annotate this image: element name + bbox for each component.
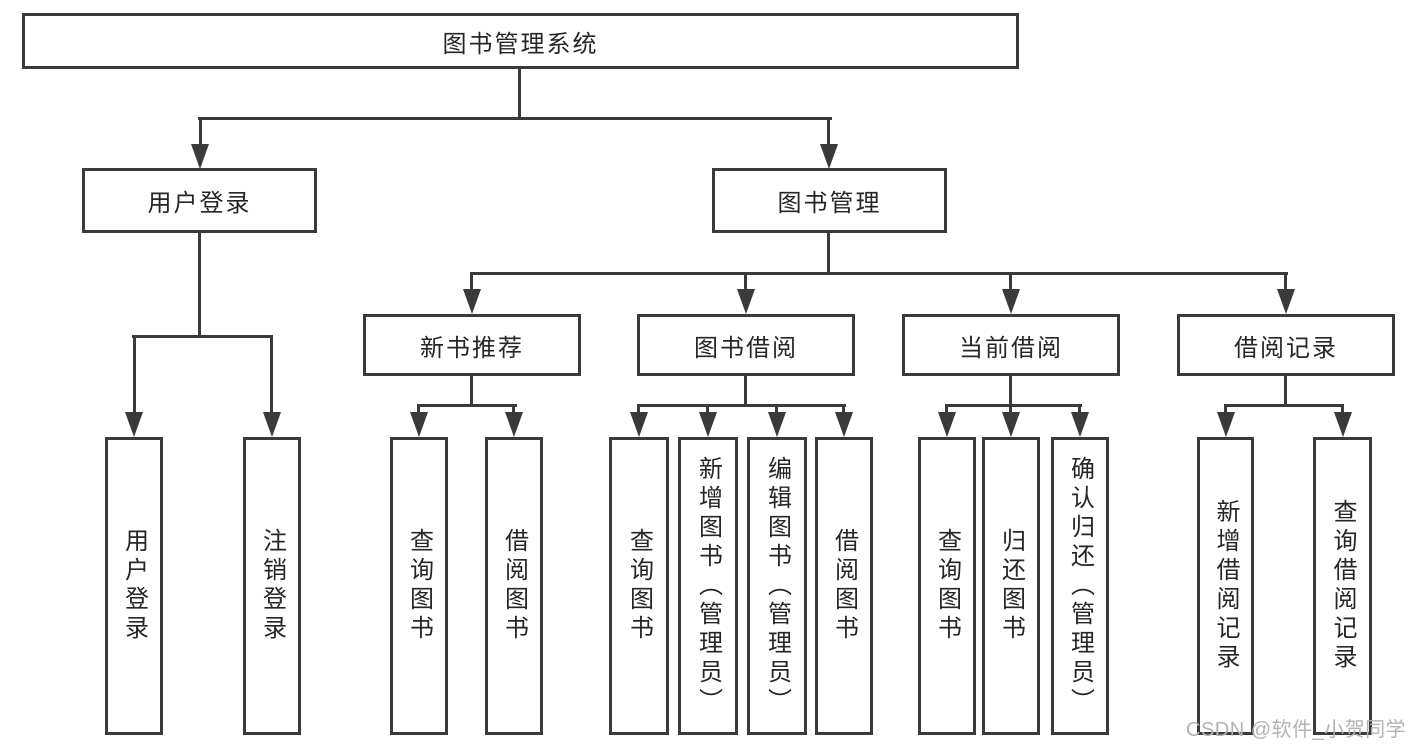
connector-line bbox=[132, 335, 273, 338]
leaf-label: 查询图书 bbox=[625, 528, 653, 644]
connector-arrowhead bbox=[410, 412, 428, 437]
connector-arrowhead bbox=[835, 412, 853, 437]
connector-line bbox=[470, 274, 473, 290]
node-label: 图书管理 bbox=[777, 190, 882, 217]
connector-arrowhead bbox=[1002, 412, 1020, 437]
leaf-label: 新增借阅记录 bbox=[1212, 499, 1239, 673]
node-user-login: 用户登录 bbox=[82, 168, 317, 233]
connector-line bbox=[637, 406, 640, 414]
connector-line bbox=[842, 406, 845, 414]
leaf-confirm-return-admin: 确认归还（管理员） bbox=[1051, 437, 1109, 735]
connector-line bbox=[1009, 406, 1012, 414]
connector-line bbox=[1284, 274, 1287, 290]
connector-line bbox=[470, 272, 1288, 275]
connector-line bbox=[775, 406, 778, 414]
leaf-label: 确认归还（管理员） bbox=[1066, 455, 1094, 717]
connector-arrowhead bbox=[938, 412, 956, 437]
connector-line bbox=[199, 119, 202, 145]
connector-arrowhead bbox=[737, 289, 755, 314]
node-label: 借阅记录 bbox=[1234, 334, 1338, 362]
leaf-query-borrow-record: 查询借阅记录 bbox=[1313, 437, 1372, 735]
leaf-add-book-admin: 新增图书（管理员） bbox=[678, 437, 738, 735]
node-book-borrowing: 图书借阅 bbox=[637, 314, 855, 376]
connector-arrowhead bbox=[1217, 412, 1235, 437]
leaf-return-book: 归还图书 bbox=[982, 437, 1040, 735]
connector-arrowhead bbox=[1277, 289, 1295, 314]
connector-line bbox=[1009, 375, 1012, 406]
connector-line bbox=[198, 117, 832, 120]
connector-line bbox=[1009, 274, 1012, 290]
leaf-user-login: 用户登录 bbox=[105, 437, 163, 735]
connector-line bbox=[417, 406, 420, 414]
connector-line bbox=[1224, 404, 1344, 407]
connector-line bbox=[512, 406, 515, 414]
connector-line bbox=[470, 375, 473, 406]
leaf-edit-book-admin: 编辑图书（管理员） bbox=[747, 437, 807, 735]
connector-line bbox=[198, 233, 201, 336]
leaf-logout: 注销登录 bbox=[243, 437, 301, 735]
connector-line bbox=[637, 404, 846, 407]
connector-line bbox=[827, 119, 830, 145]
leaf-label: 查询借阅记录 bbox=[1329, 499, 1356, 673]
connector-arrowhead bbox=[263, 412, 281, 437]
connector-line bbox=[706, 406, 709, 414]
connector-arrowhead bbox=[125, 412, 143, 437]
connector-line bbox=[827, 233, 830, 273]
watermark: CSDN @软件_小贺同学 bbox=[1186, 719, 1405, 741]
connector-arrowhead bbox=[191, 144, 209, 169]
leaf-add-borrow-record: 新增借阅记录 bbox=[1197, 437, 1254, 735]
connector-line bbox=[270, 337, 273, 413]
connector-line bbox=[1078, 406, 1081, 414]
connector-arrowhead bbox=[505, 412, 523, 437]
connector-line bbox=[1224, 406, 1227, 414]
leaf-query-books-current: 查询图书 bbox=[918, 437, 976, 735]
connector-arrowhead bbox=[1334, 412, 1352, 437]
leaf-label: 用户登录 bbox=[120, 528, 148, 644]
connector-arrowhead bbox=[699, 412, 717, 437]
node-label: 新书推荐 bbox=[420, 334, 524, 362]
leaf-label: 借阅图书 bbox=[500, 528, 528, 644]
connector-arrowhead bbox=[820, 144, 838, 169]
connector-line bbox=[945, 404, 1082, 407]
leaf-label: 查询图书 bbox=[933, 528, 961, 644]
connector-line bbox=[1341, 406, 1344, 414]
connector-line bbox=[518, 69, 521, 118]
connector-line bbox=[744, 375, 747, 406]
node-borrow-records: 借阅记录 bbox=[1177, 314, 1395, 376]
connector-line bbox=[744, 274, 747, 290]
connector-line bbox=[417, 404, 517, 407]
leaf-label: 归还图书 bbox=[997, 528, 1025, 644]
connector-line bbox=[1284, 375, 1287, 406]
leaf-label: 注销登录 bbox=[258, 528, 286, 644]
connector-arrowhead bbox=[630, 412, 648, 437]
leaf-query-books-borrowing: 查询图书 bbox=[609, 437, 669, 735]
node-current-borrowing: 当前借阅 bbox=[902, 314, 1120, 376]
node-label: 用户登录 bbox=[147, 190, 252, 217]
connector-line bbox=[945, 406, 948, 414]
connector-arrowhead bbox=[463, 289, 481, 314]
node-book-management: 图书管理 bbox=[712, 168, 947, 233]
node-label: 图书管理系统 bbox=[442, 30, 599, 58]
leaf-label: 新增图书（管理员） bbox=[694, 455, 722, 717]
node-new-book-recommend: 新书推荐 bbox=[363, 314, 581, 376]
node-library-management-system: 图书管理系统 bbox=[22, 13, 1019, 69]
node-label: 当前借阅 bbox=[959, 334, 1063, 362]
connector-arrowhead bbox=[768, 412, 786, 437]
leaf-label: 编辑图书（管理员） bbox=[763, 455, 791, 717]
connector-line bbox=[133, 337, 136, 413]
connector-arrowhead bbox=[1071, 412, 1089, 437]
leaf-label: 借阅图书 bbox=[830, 528, 858, 644]
leaf-borrow-book: 借阅图书 bbox=[815, 437, 873, 735]
leaf-query-books-recommend: 查询图书 bbox=[390, 437, 448, 735]
connector-arrowhead bbox=[1002, 289, 1020, 314]
node-label: 图书借阅 bbox=[694, 334, 798, 362]
leaf-label: 查询图书 bbox=[405, 528, 433, 644]
leaf-borrow-books-recommend: 借阅图书 bbox=[485, 437, 543, 735]
